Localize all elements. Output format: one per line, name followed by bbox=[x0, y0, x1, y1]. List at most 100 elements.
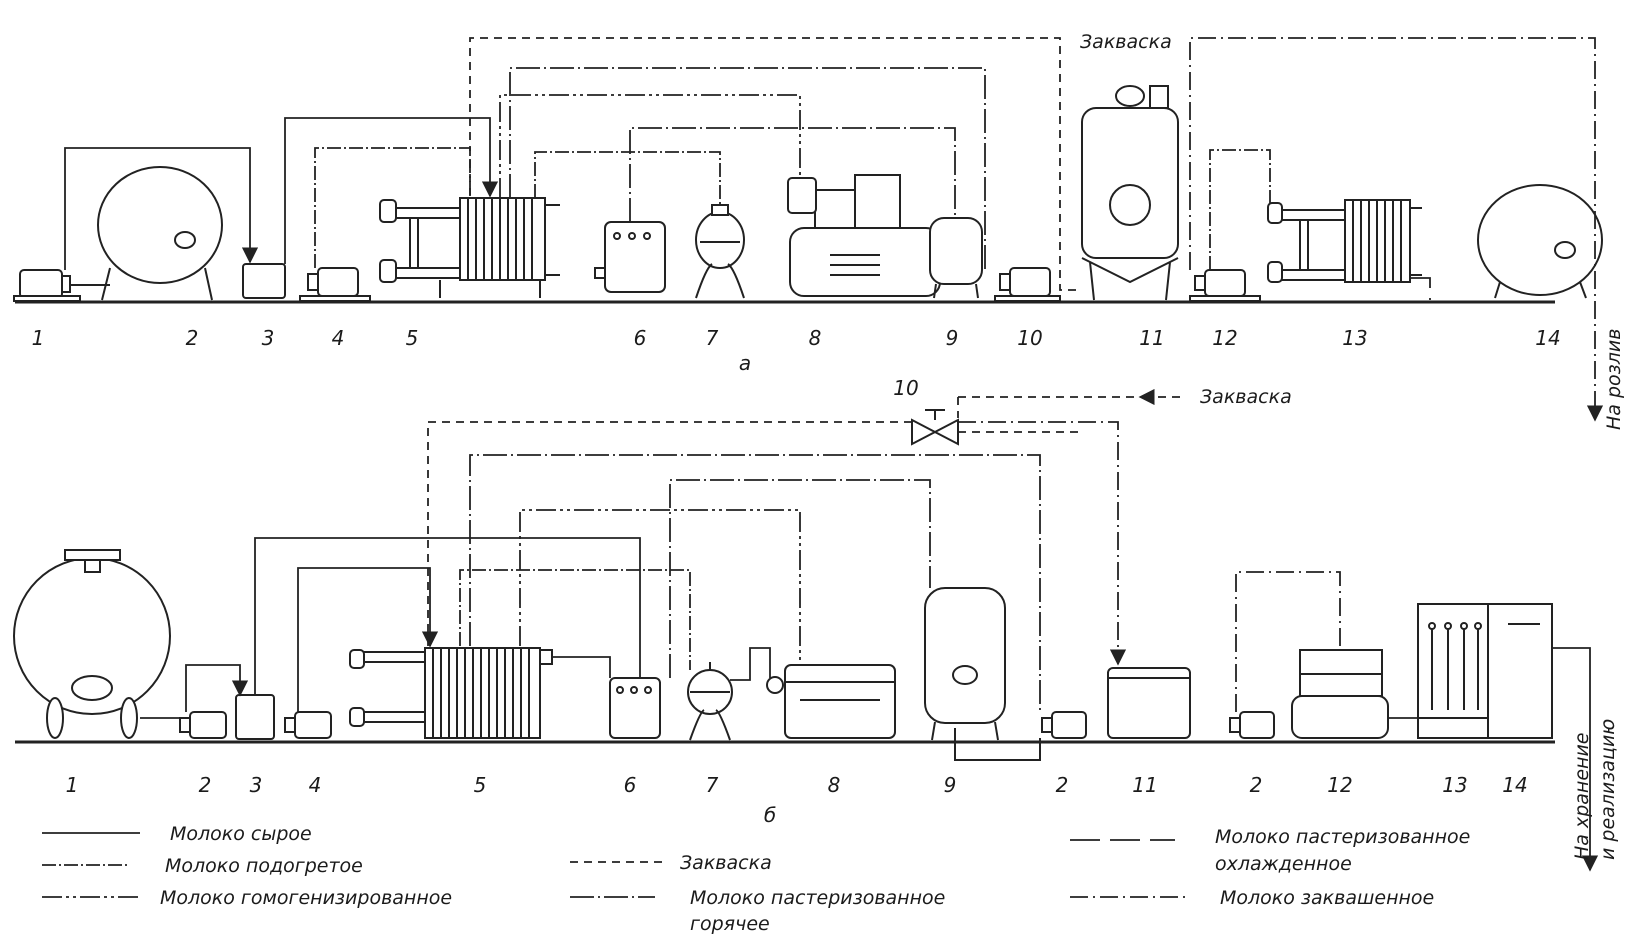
equipment-b-3-tank bbox=[235, 694, 275, 740]
legend-label-pasteurized-cold: Молоко пастеризованное bbox=[1215, 826, 1470, 848]
label-b-4: 4 bbox=[309, 773, 322, 797]
equipment-b-2-pump-second bbox=[1041, 711, 1087, 739]
line-a-13 bbox=[1209, 149, 1271, 270]
equipment-b-4-pump bbox=[284, 711, 332, 739]
equipment-b-12-cooler bbox=[1291, 649, 1389, 739]
line-b-heated bbox=[459, 569, 691, 670]
legend-item-pasteurized-cold: Молоко пастеризованное охлажденное bbox=[1070, 826, 1470, 875]
line-a-starter-top bbox=[469, 37, 1082, 291]
label-a-12: 12 bbox=[1212, 326, 1237, 350]
line-b-raw-1-3 bbox=[140, 664, 240, 719]
equipment-b-14-packing bbox=[1487, 603, 1553, 739]
line-b-raw-4-5 bbox=[297, 567, 439, 712]
label-a-10: 10 bbox=[1017, 326, 1042, 350]
output-label-b-1: На хранение bbox=[1571, 733, 1593, 861]
valve-b-10 bbox=[911, 409, 959, 446]
label-a-4: 4 bbox=[332, 326, 345, 350]
line-b-raw-3-6 bbox=[254, 537, 641, 695]
line-b-5-6 bbox=[552, 656, 611, 678]
legend-item-raw: Молоко сырое bbox=[42, 823, 312, 845]
label-b-5: 5 bbox=[474, 773, 487, 797]
legend-item-starter: Закваска bbox=[570, 852, 772, 874]
label-a-5: 5 bbox=[406, 326, 419, 350]
equipment-a-12-pump bbox=[1189, 269, 1261, 302]
equipment-b-2-pump bbox=[179, 711, 227, 739]
label-a-6: 6 bbox=[634, 326, 647, 350]
equipment-a-14-storage-tank bbox=[1477, 184, 1603, 299]
label-a-11: 11 bbox=[1139, 326, 1164, 350]
label-b-7: 7 bbox=[706, 773, 719, 797]
equipment-b-6-heater bbox=[609, 677, 661, 739]
equipment-a-3-tank bbox=[242, 263, 286, 299]
legend-label-homogenized: Молоко гомогенизированное bbox=[160, 887, 452, 909]
line-b-starter bbox=[427, 396, 1140, 646]
diagram-a: 1 2 3 4 5 6 7 8 9 10 11 12 13 14 а Заква… bbox=[13, 31, 1625, 430]
line-b-7-8 bbox=[730, 647, 771, 681]
legend: Молоко сырое Молоко подогретое Молоко го… bbox=[42, 823, 1470, 934]
legend-label-pasteurized-hot-2: горячее bbox=[690, 913, 770, 934]
line-a-hot-6 bbox=[629, 127, 956, 222]
label-b-9: 9 bbox=[944, 773, 957, 797]
line-b-output bbox=[1552, 647, 1599, 872]
caption-b: б bbox=[764, 803, 776, 827]
line-a-raw-1-2 bbox=[64, 147, 259, 270]
line-a-homogenized bbox=[499, 94, 801, 198]
equipment-b-5-plate-pasteurizer bbox=[349, 647, 553, 739]
equipment-a-1-pump bbox=[13, 269, 81, 302]
equipment-a-4-pump bbox=[299, 267, 371, 302]
equipment-a-9-tank bbox=[929, 217, 983, 299]
equipment-a-11-fermentation-tank bbox=[1081, 85, 1179, 301]
label-a-9: 9 bbox=[946, 326, 959, 350]
line-b-fermented-12 bbox=[1235, 571, 1341, 712]
equipment-b-7-separator bbox=[687, 662, 733, 741]
equipment-b-11-tank bbox=[1107, 667, 1191, 739]
equipment-a-10-pump bbox=[994, 267, 1061, 302]
line-a-raw-3-5 bbox=[284, 117, 499, 264]
equipment-b-2-pump-third bbox=[1229, 711, 1275, 739]
line-a-fermented bbox=[1189, 37, 1604, 422]
label-a-1: 1 bbox=[32, 326, 45, 350]
legend-label-pasteurized-hot: Молоко пастеризованное bbox=[690, 887, 945, 909]
legend-item-pasteurized-hot: Молоко пастеризованное горячее bbox=[570, 887, 945, 934]
line-a-heated-4 bbox=[314, 147, 471, 268]
label-a-2: 2 bbox=[186, 326, 199, 350]
equipment-a-6-heater bbox=[594, 221, 666, 293]
line-b-fermented-11 bbox=[958, 421, 1127, 666]
legend-item-heated: Молоко подогретое bbox=[42, 855, 363, 877]
label-a-3: 3 bbox=[262, 326, 275, 350]
label-b-2b: 2 bbox=[1056, 773, 1069, 797]
line-a-cooled bbox=[1410, 277, 1431, 300]
label-b-12: 12 bbox=[1327, 773, 1352, 797]
numbers-a: 1 2 3 4 5 6 7 8 9 10 11 12 13 14 а bbox=[32, 326, 1561, 375]
label-b-11: 11 bbox=[1132, 773, 1157, 797]
legend-label-fermented: Молоко заквашенное bbox=[1220, 887, 1434, 909]
legend-label-raw: Молоко сырое bbox=[170, 823, 312, 845]
label-b-3: 3 bbox=[250, 773, 263, 797]
label-b-1: 1 bbox=[66, 773, 79, 797]
label-a-8: 8 bbox=[809, 326, 822, 350]
legend-label-pasteurized-cold-2: охлажденное bbox=[1215, 853, 1352, 875]
equipment-a-2-tank bbox=[70, 166, 223, 301]
line-b-homogenized bbox=[519, 509, 801, 665]
starter-label-b: Закваска bbox=[1200, 386, 1292, 408]
label-b-10: 10 bbox=[893, 376, 918, 400]
equipment-a-8-homogenizer bbox=[787, 174, 941, 297]
equipment-b-8-homogenizer bbox=[766, 664, 896, 739]
equipment-b-9-tank bbox=[924, 587, 1041, 761]
label-b-8: 8 bbox=[828, 773, 841, 797]
line-b-hot-2 bbox=[669, 479, 931, 678]
legend-label-heated: Молоко подогретое bbox=[165, 855, 363, 877]
numbers-b: 1 2 3 4 5 6 7 8 9 2 11 2 12 13 14 10 б bbox=[66, 376, 1528, 827]
label-b-2c: 2 bbox=[1250, 773, 1263, 797]
output-label-b-2: и реализацию bbox=[1597, 719, 1619, 860]
label-b-14: 14 bbox=[1502, 773, 1527, 797]
equipment-a-5-plate-pasteurizer bbox=[379, 197, 560, 298]
label-b-2: 2 bbox=[199, 773, 212, 797]
caption-a: а bbox=[739, 351, 751, 375]
line-a-heated-6-7 bbox=[534, 151, 721, 205]
legend-item-fermented: Молоко заквашенное bbox=[1070, 887, 1434, 909]
line-b-hot-1 bbox=[469, 454, 1041, 712]
output-label-a: На розлив bbox=[1603, 329, 1625, 430]
label-b-6: 6 bbox=[624, 773, 637, 797]
